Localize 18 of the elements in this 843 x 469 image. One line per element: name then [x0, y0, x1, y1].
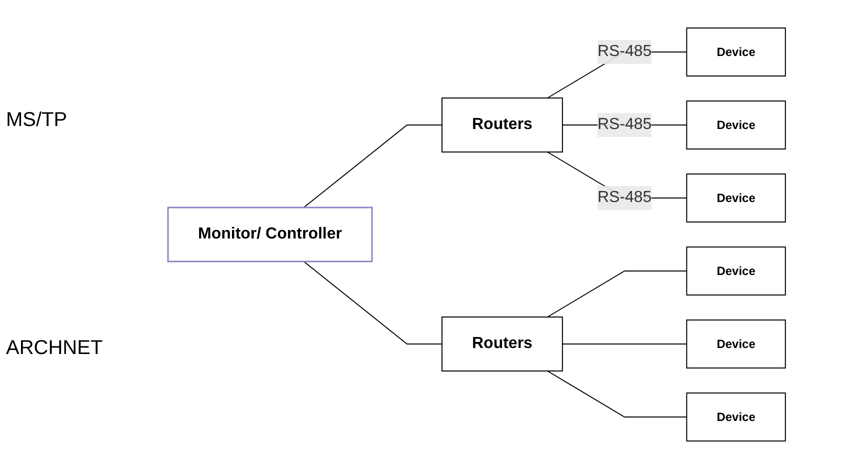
node-box: Routers [441, 98, 563, 152]
node-box: Device [686, 320, 786, 368]
edge-label: RS-485 [597, 116, 652, 133]
connector [546, 370, 687, 418]
network-label: MS/TP [6, 108, 68, 132]
edge-label: RS-485 [597, 189, 652, 206]
node-box: Device [686, 100, 786, 150]
node-box: Routers [441, 316, 563, 372]
node-box: Device [686, 28, 786, 76]
connector [303, 261, 442, 344]
network-label: ARCHNET [6, 337, 104, 360]
node-box: Monitor/ Controller [167, 206, 373, 262]
node-box: Device [686, 174, 786, 222]
node-box: Device [686, 392, 786, 442]
connector [303, 124, 442, 208]
node-box: Device [686, 246, 786, 296]
edge-label: RS-485 [597, 43, 652, 60]
connector [546, 270, 687, 318]
